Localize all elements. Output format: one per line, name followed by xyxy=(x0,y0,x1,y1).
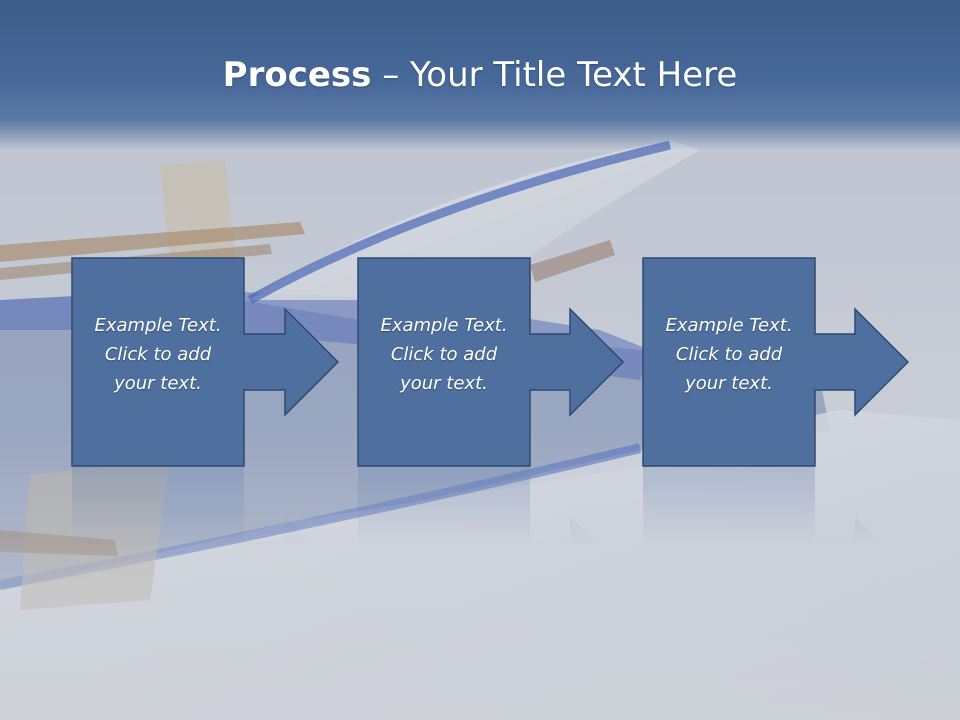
arrow-1 xyxy=(71,257,340,467)
step-1-text[interactable]: Example Text. Click to add your text. xyxy=(72,311,244,398)
step-2-line-2: Click to add xyxy=(390,344,498,365)
title-dash: – xyxy=(371,55,411,95)
step-2-text[interactable]: Example Text. Click to add your text. xyxy=(358,311,530,398)
step-2-line-1: Example Text. xyxy=(380,315,508,336)
step-3-line-3: your text. xyxy=(685,373,773,394)
step-3-line-2: Click to add xyxy=(675,344,783,365)
process-step-3[interactable] xyxy=(642,257,910,467)
step-2-line-3: your text. xyxy=(400,373,488,394)
step-1-line-2: Click to add xyxy=(104,344,212,365)
arrow-2 xyxy=(357,257,625,467)
process-step-2[interactable] xyxy=(357,257,625,467)
step-1-line-1: Example Text. xyxy=(94,315,222,336)
title-bold-word: Process xyxy=(222,55,372,95)
process-step-1[interactable] xyxy=(71,257,340,467)
shape-reflections xyxy=(72,466,908,674)
step-3-text[interactable]: Example Text. Click to add your text. xyxy=(643,311,815,398)
title-rest: Your Title Text Here xyxy=(410,55,738,95)
arrow-3 xyxy=(642,257,910,467)
title-band xyxy=(0,0,960,150)
step-3-line-1: Example Text. xyxy=(665,315,793,336)
step-1-line-3: your text. xyxy=(114,373,202,394)
slide-title[interactable]: Process – Your Title Text Here xyxy=(0,52,960,98)
